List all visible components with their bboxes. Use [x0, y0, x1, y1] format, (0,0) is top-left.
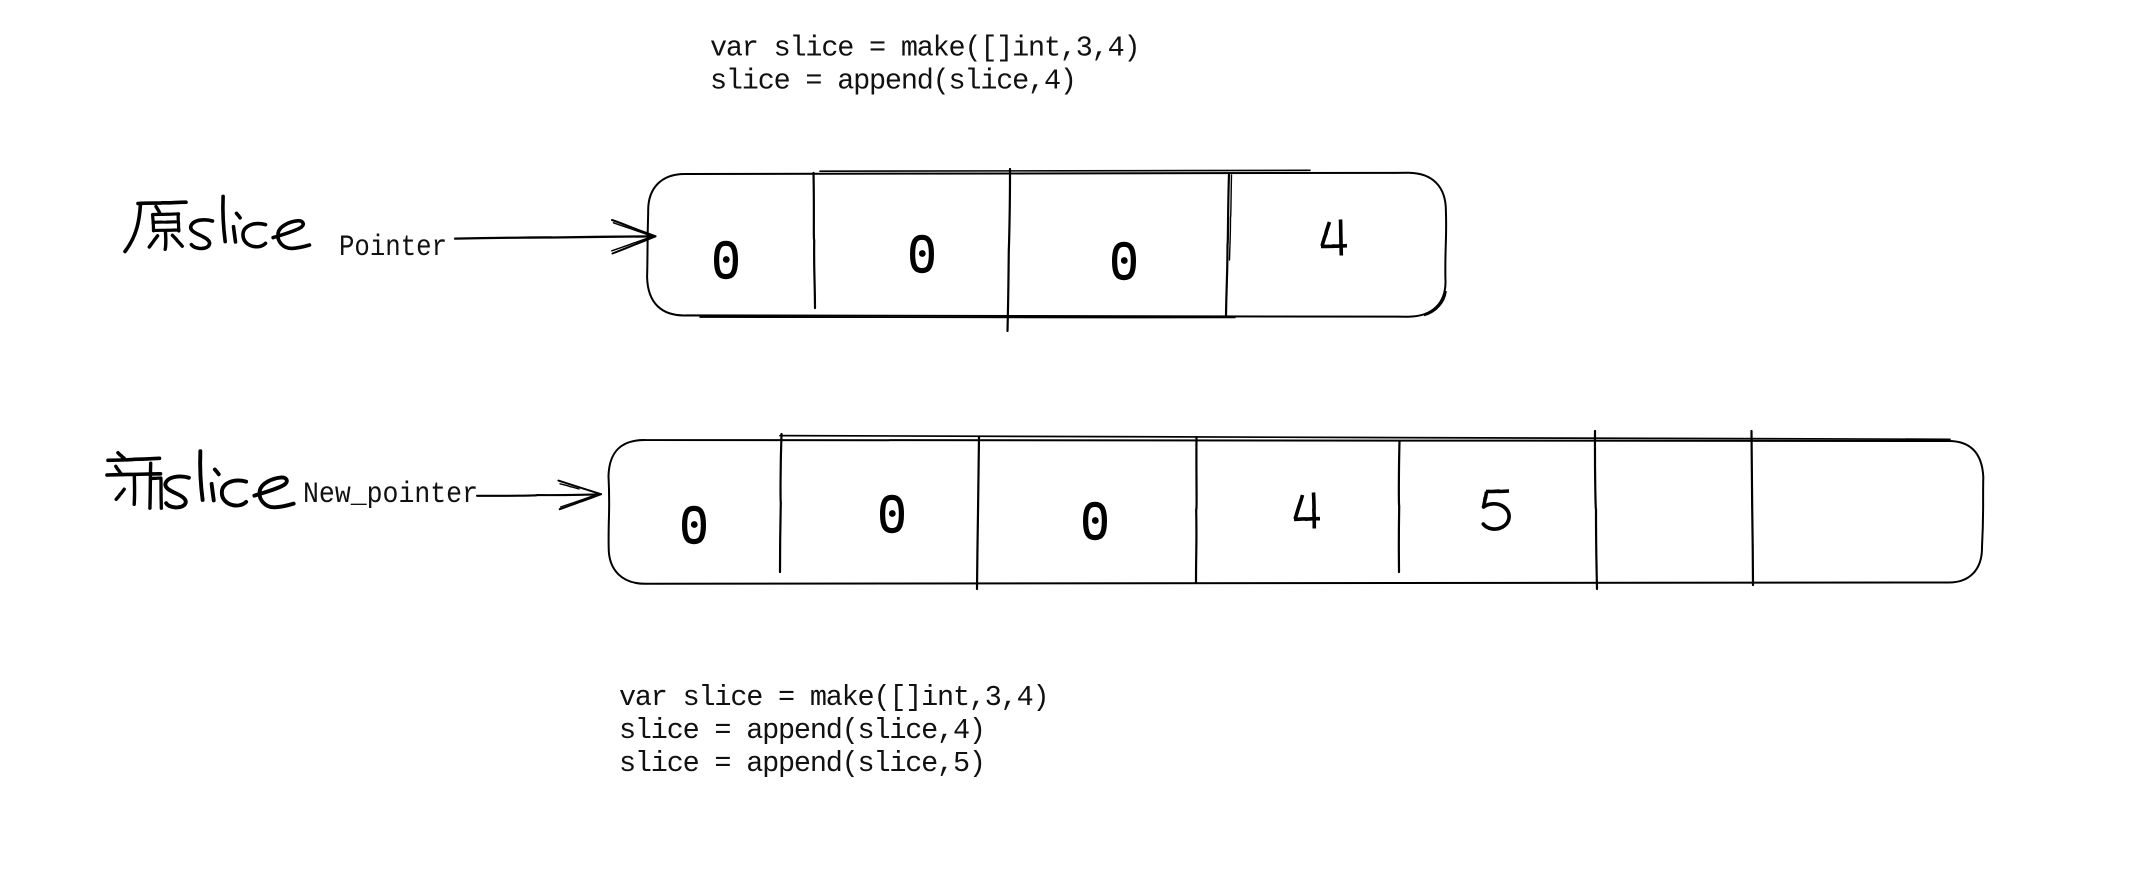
svg-text:Pointer: Pointer [339, 231, 447, 265]
svg-text:slice = append(slice,5): slice = append(slice,5) [619, 747, 985, 780]
svg-text:slice = append(slice,4): slice = append(slice,4) [710, 65, 1076, 98]
svg-text:slice = append(slice,4): slice = append(slice,4) [619, 714, 985, 747]
svg-text:New_pointer: New_pointer [303, 478, 478, 512]
svg-text:var slice = make([]int,3,4): var slice = make([]int,3,4) [710, 31, 1139, 64]
svg-text:var slice = make([]int,3,4): var slice = make([]int,3,4) [619, 681, 1048, 714]
